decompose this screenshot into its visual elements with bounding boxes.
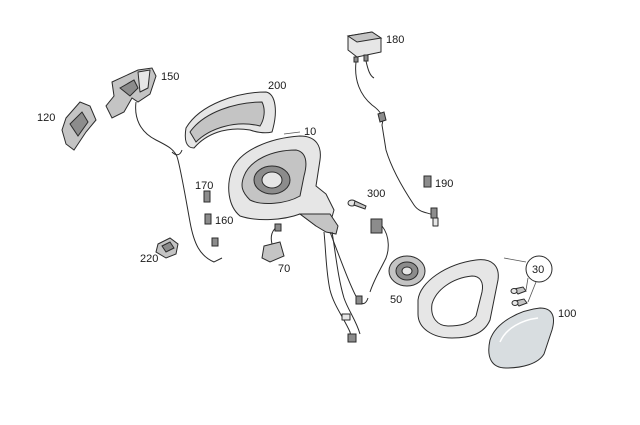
part-300-screw bbox=[347, 199, 367, 210]
part-50-drive bbox=[388, 255, 426, 287]
label-300: 300 bbox=[367, 188, 385, 200]
label-190: 190 bbox=[435, 178, 453, 190]
label-160: 160 bbox=[215, 215, 233, 227]
part-70-motor bbox=[261, 223, 285, 263]
part-10-housing bbox=[228, 135, 339, 235]
part-180-module bbox=[346, 31, 383, 63]
part-220-bracket bbox=[155, 237, 179, 259]
part-30-screws bbox=[510, 255, 553, 307]
label-50: 50 bbox=[390, 294, 402, 306]
wire-150 bbox=[135, 101, 223, 263]
label-70: 70 bbox=[278, 263, 290, 275]
part-150-bracket bbox=[105, 67, 157, 119]
wire-180b bbox=[365, 60, 375, 79]
label-120: 120 bbox=[37, 112, 55, 124]
label-150: 150 bbox=[161, 71, 179, 83]
part-170-clip bbox=[203, 190, 211, 203]
part-connector-300 bbox=[369, 218, 389, 293]
label-10: 10 bbox=[304, 126, 316, 138]
label-30: 30 bbox=[532, 264, 544, 276]
label-100: 100 bbox=[558, 308, 576, 320]
part-160-clip bbox=[204, 213, 212, 225]
part-frame bbox=[417, 259, 499, 339]
part-100-glass bbox=[488, 307, 554, 369]
label-220: 220 bbox=[140, 253, 158, 265]
label-200: 200 bbox=[268, 80, 286, 92]
part-120-cover bbox=[61, 101, 97, 151]
leader-30 bbox=[503, 257, 537, 303]
wire-10-harness bbox=[323, 231, 353, 343]
wire-180 bbox=[355, 61, 435, 217]
label-170: 170 bbox=[195, 180, 213, 192]
label-180: 180 bbox=[386, 34, 404, 46]
part-200-cap bbox=[184, 91, 276, 149]
part-190-connector bbox=[423, 175, 439, 227]
